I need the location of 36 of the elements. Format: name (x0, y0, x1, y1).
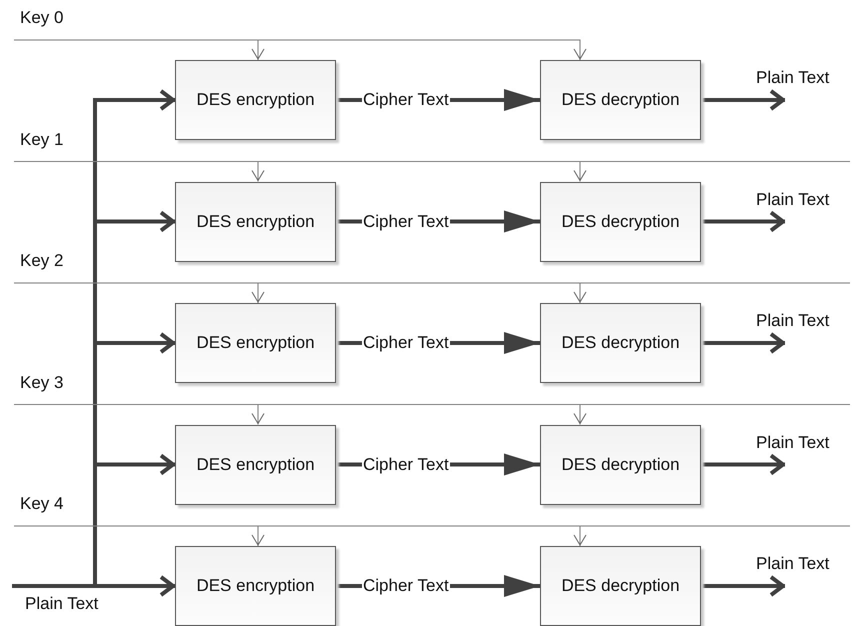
edge-label: Cipher Text (362, 576, 450, 596)
arrow (701, 454, 785, 476)
edge-label: Plain Text (755, 554, 830, 574)
key-label: Key 2 (20, 251, 64, 271)
process-box: DES encryption (175, 546, 336, 626)
arrow (701, 210, 785, 232)
edge-label: Plain Text (755, 311, 830, 331)
process-box: DES decryption (540, 303, 701, 383)
arrow (701, 89, 785, 111)
arrow (701, 332, 785, 354)
key-arrow (14, 282, 586, 304)
process-box: DES encryption (175, 303, 336, 383)
process-box: DES encryption (175, 60, 336, 140)
key-arrow (14, 404, 586, 425)
key-label: Key 0 (20, 8, 64, 28)
process-box: DES decryption (540, 182, 701, 262)
process-box: DES decryption (540, 424, 701, 504)
key-arrow (14, 40, 586, 60)
edge-label: Cipher Text (362, 90, 450, 110)
process-box: DES encryption (175, 424, 336, 504)
edge-label: Plain Text (755, 190, 830, 210)
arrow (701, 575, 785, 597)
process-box: DES encryption (175, 182, 336, 262)
edge-label: Plain Text (755, 68, 830, 88)
key-arrow (14, 526, 586, 546)
process-box: DES decryption (540, 546, 701, 626)
process-box: DES decryption (540, 60, 701, 140)
input-label: Plain Text (25, 594, 98, 614)
key-label: Key 1 (20, 130, 64, 150)
key-label: Key 3 (20, 372, 64, 392)
edge-label: Plain Text (755, 432, 830, 452)
edge-label: Cipher Text (362, 333, 450, 353)
edge-label: Cipher Text (362, 212, 450, 232)
key-label: Key 4 (20, 494, 64, 514)
key-arrow (14, 161, 586, 182)
edge-label: Cipher Text (362, 454, 450, 474)
